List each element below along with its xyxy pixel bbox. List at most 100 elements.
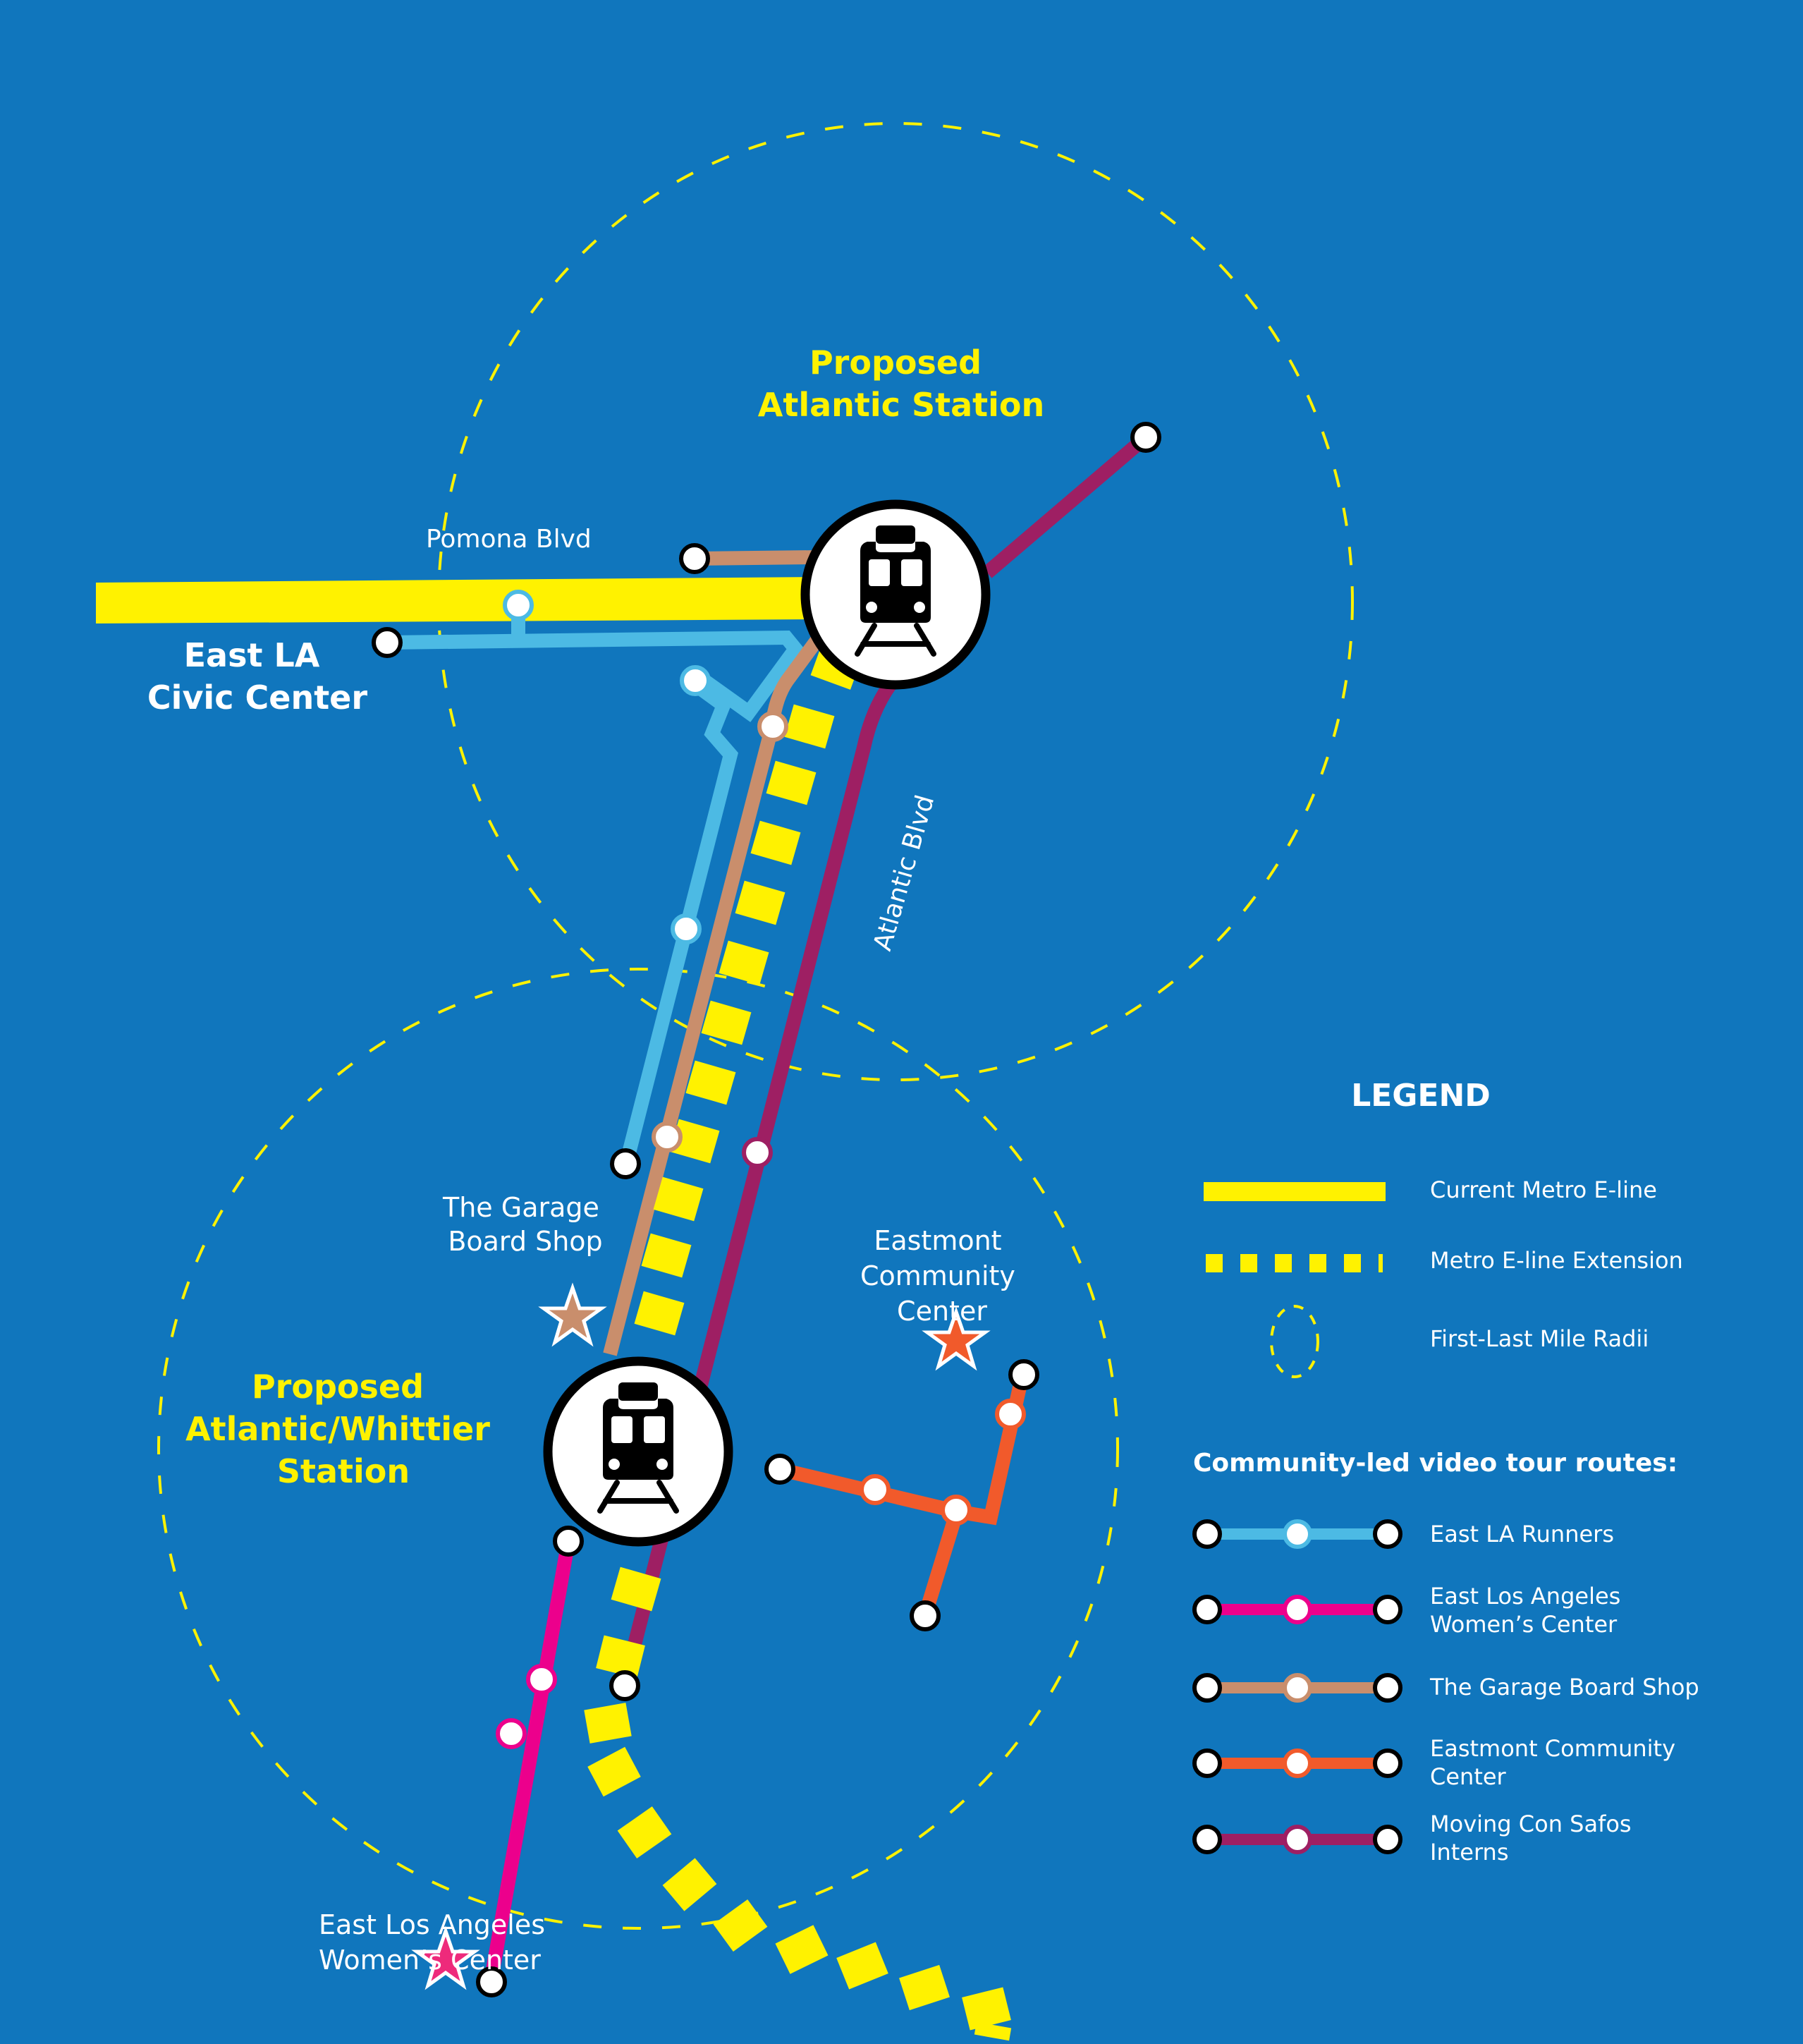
legend-route-stop bbox=[1283, 1519, 1312, 1549]
stop-garage[interactable] bbox=[757, 711, 788, 742]
legend-label-radii: First-Last Mile Radii bbox=[1430, 1325, 1649, 1352]
legend-label-extension: Metro E-line Extension bbox=[1430, 1247, 1683, 1274]
legend-route-label-moving-con-safos: Moving Con Safos Interns bbox=[1430, 1811, 1639, 1866]
legend-route-stop bbox=[1283, 1673, 1312, 1703]
legend-routes-title: Community-led video tour routes: bbox=[1193, 1449, 1677, 1478]
route-eastmont bbox=[777, 1373, 1029, 1617]
extension-dash bbox=[685, 1060, 736, 1105]
station-atlantic-title-1: Proposed bbox=[809, 343, 982, 382]
stop-east-la-runners[interactable] bbox=[503, 590, 534, 621]
stop-east-la-runners[interactable] bbox=[671, 913, 702, 944]
legend-route-label-line1: Moving Con Safos bbox=[1430, 1811, 1632, 1837]
legend-route-label-eastmont: Eastmont Community Center bbox=[1430, 1735, 1682, 1790]
legend-route-stop bbox=[1192, 1825, 1222, 1854]
extension-dash bbox=[750, 820, 801, 865]
legend-route-stop bbox=[1373, 1825, 1402, 1854]
radius-circle-atlantic-whittier bbox=[157, 968, 1119, 1930]
stop-endpoint[interactable] bbox=[372, 627, 403, 658]
stop-endpoint[interactable] bbox=[609, 1670, 640, 1701]
star-icon-garage bbox=[538, 1282, 607, 1347]
legend-route-label-line2: Interns bbox=[1430, 1839, 1509, 1866]
eastmont-label-1: Eastmont bbox=[874, 1225, 1001, 1256]
extension-dash bbox=[719, 940, 769, 985]
extension-dash bbox=[735, 880, 786, 925]
eastmont-label-2: Community bbox=[860, 1260, 1015, 1291]
extension-dash bbox=[662, 1858, 717, 1911]
legend-route-stop bbox=[1192, 1673, 1222, 1703]
legend-symbol-solid-line bbox=[1204, 1182, 1386, 1201]
svg-text:East Los Angeles Women’s C: East Los Angeles Women’s Center bbox=[319, 1909, 554, 1976]
street-label-atlantic: Atlantic Blvd bbox=[868, 792, 940, 954]
stop-endpoint[interactable] bbox=[679, 543, 710, 574]
svg-text:East LA Civic Center: East LA Civic Center bbox=[147, 636, 367, 717]
extension-dash bbox=[974, 2021, 1012, 2041]
legend-route-label-line2: Center bbox=[1430, 1763, 1507, 1790]
legend-route-swatch bbox=[1192, 1748, 1402, 1778]
svg-text:Eastmont Community Cen: Eastmont Community Center bbox=[860, 1225, 1024, 1327]
eastmont-label-3: Center bbox=[897, 1296, 987, 1327]
legend-route-swatch bbox=[1192, 1595, 1402, 1624]
legend-route-label-line1: Eastmont Community bbox=[1430, 1735, 1675, 1762]
legend-route-swatch bbox=[1192, 1825, 1402, 1854]
legend-symbol-dashed-circle bbox=[1270, 1305, 1319, 1378]
legend-route-swatch bbox=[1192, 1519, 1402, 1549]
stop-garage[interactable] bbox=[652, 1121, 683, 1152]
stop-endpoint[interactable] bbox=[1130, 422, 1161, 453]
womens-center-label-2: Women’s Center bbox=[319, 1945, 541, 1976]
legend-route-stop bbox=[1192, 1748, 1222, 1778]
legend-symbol-dashed-line bbox=[1206, 1254, 1383, 1272]
legend-title: LEGEND bbox=[1351, 1078, 1491, 1114]
stop-endpoint[interactable] bbox=[1008, 1359, 1039, 1390]
legend-route-label-line1: East Los Angeles bbox=[1430, 1583, 1620, 1610]
route-garage-board-shop bbox=[603, 550, 831, 1356]
svg-text:The Garage Board Shop: The Garage Board Shop bbox=[442, 1192, 608, 1257]
stop-eastmont[interactable] bbox=[860, 1474, 891, 1505]
legend-route-stop bbox=[1373, 1748, 1402, 1778]
legend-route-label-garage: The Garage Board Shop bbox=[1429, 1674, 1699, 1701]
stop-eastmont[interactable] bbox=[941, 1495, 972, 1526]
extension-dash bbox=[669, 1119, 720, 1164]
svg-text:Proposed Atlantic/Whittier: Proposed Atlantic/Whittier Station bbox=[185, 1368, 501, 1490]
extension-dash bbox=[617, 1806, 672, 1859]
stop-endpoint[interactable] bbox=[764, 1454, 795, 1485]
legend: LEGEND Current Metro E-line Metro E-line… bbox=[1192, 1078, 1699, 1866]
stop-endpoint[interactable] bbox=[553, 1526, 584, 1557]
legend-route-stop bbox=[1373, 1673, 1402, 1703]
extension-dash bbox=[766, 760, 817, 805]
street-label-pomona: Pomona Blvd bbox=[426, 525, 592, 554]
extension-dash bbox=[899, 1964, 950, 2011]
stop-east-la-runners[interactable] bbox=[680, 665, 711, 696]
extension-dash bbox=[653, 1176, 704, 1222]
star-icon-eastmont bbox=[922, 1306, 991, 1371]
legend-route-stop bbox=[1192, 1595, 1222, 1624]
legend-route-stop bbox=[1283, 1595, 1312, 1624]
extension-dash bbox=[634, 1291, 685, 1336]
extension-dash bbox=[584, 1703, 632, 1744]
stop-womens-center[interactable] bbox=[496, 1718, 527, 1749]
stop-womens-center[interactable] bbox=[526, 1664, 557, 1695]
legend-label-current-line: Current Metro E-line bbox=[1430, 1176, 1657, 1203]
stop-endpoint[interactable] bbox=[610, 1148, 641, 1179]
legend-route-label-east-la-runners: East LA Runners bbox=[1430, 1521, 1614, 1547]
station-atlantic-whittier-marker[interactable] bbox=[543, 1356, 733, 1547]
extension-dash bbox=[784, 704, 835, 749]
stop-moving-con-safos[interactable] bbox=[742, 1137, 773, 1168]
extension-dash bbox=[611, 1567, 661, 1612]
garage-label-2: Board Shop bbox=[448, 1226, 602, 1257]
stop-eastmont[interactable] bbox=[995, 1399, 1026, 1430]
station-atlantic-marker[interactable] bbox=[800, 499, 991, 690]
garage-label-1: The Garage bbox=[442, 1192, 599, 1223]
stop-endpoint[interactable] bbox=[476, 1966, 507, 1997]
extension-dash bbox=[701, 1000, 752, 1045]
legend-route-stop bbox=[1373, 1595, 1402, 1624]
legend-route-stop bbox=[1283, 1748, 1312, 1778]
station-atlantic-title-2: Atlantic Station bbox=[758, 386, 1044, 424]
extension-dash bbox=[587, 1746, 641, 1797]
stop-endpoint[interactable] bbox=[910, 1600, 941, 1631]
current-metro-e-line bbox=[96, 577, 818, 623]
legend-route-stop bbox=[1192, 1519, 1222, 1549]
metro-e-line-extension bbox=[584, 643, 1012, 2041]
extension-dash bbox=[713, 1899, 768, 1952]
legend-route-stop bbox=[1373, 1519, 1402, 1549]
